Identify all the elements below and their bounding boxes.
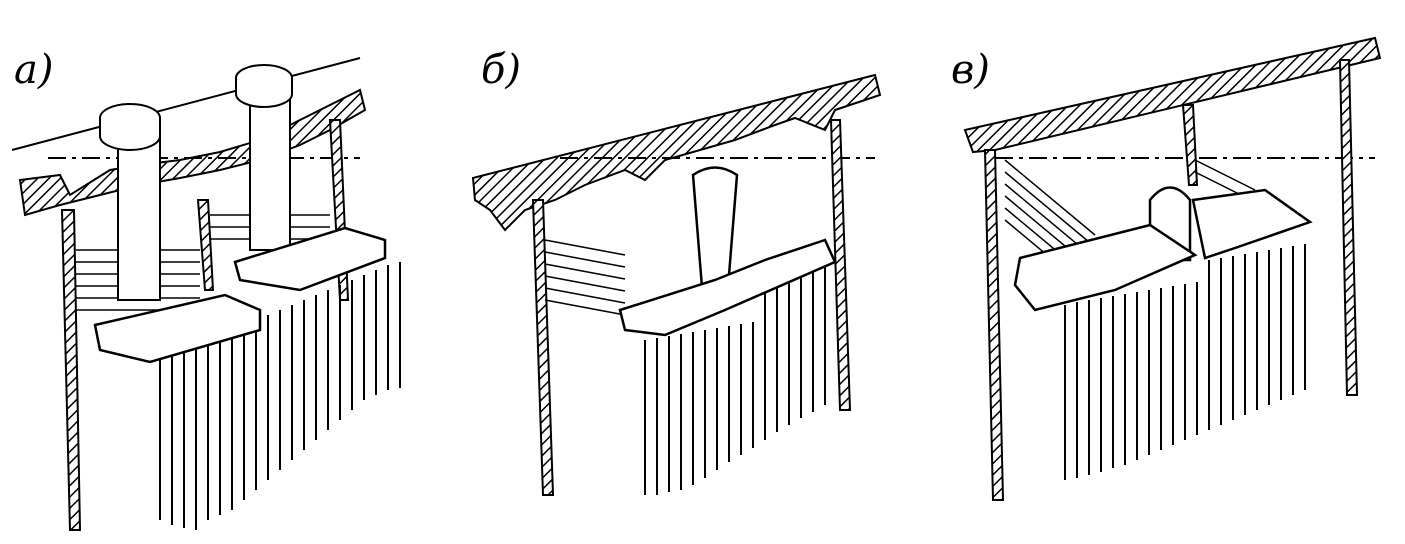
wall-left (983, 149, 1005, 501)
hatched-roof (963, 36, 1382, 154)
panel-a: а) (0, 0, 460, 544)
wall-mid (196, 199, 215, 291)
panel-label-c: в) (951, 47, 990, 93)
wall-left (531, 199, 555, 496)
shoe-1 (93, 293, 262, 364)
pedestal-2 (249, 89, 291, 251)
fin-stack-lines (544, 239, 626, 316)
beam-line (11, 57, 361, 151)
panel-label-b: б) (481, 47, 522, 93)
fins (1064, 244, 1306, 480)
panel-c-drawing (963, 36, 1382, 501)
panel-label-a: а) (14, 47, 54, 93)
wall-left (60, 209, 82, 531)
hatched-roof (18, 88, 367, 217)
shoe-1 (1013, 223, 1198, 312)
wall-right (1338, 59, 1359, 396)
panel-b-drawing (471, 73, 882, 496)
fins (644, 260, 826, 495)
shoe (618, 238, 837, 337)
shoe-2 (1191, 188, 1313, 260)
panel-b: б) (465, 0, 905, 544)
hatched-roof (471, 73, 882, 232)
panel-a-drawing (11, 57, 401, 531)
shoe-2 (233, 226, 387, 292)
panel-c: в) (935, 0, 1405, 544)
pedestal-1 (117, 129, 161, 301)
wall-mid (1181, 104, 1199, 186)
wall-right (829, 119, 852, 411)
fins (159, 262, 401, 530)
